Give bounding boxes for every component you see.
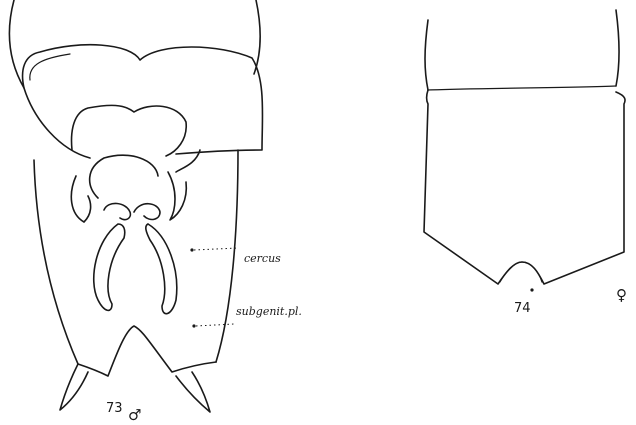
fig73-right-stylus [176,372,210,412]
female-symbol: ♀ [616,286,627,304]
fig73-right-wall [216,150,238,362]
subgenital-pointer-dot [192,324,195,327]
fig74-terminal-plate [424,90,625,284]
figure-73-male-abdomen-tip: cercus subgenit.pl. 73 ♂ [9,0,301,424]
fig73-upper-segment [9,0,260,88]
label-cercus: cercus [244,252,281,265]
figure-74-female-abdomen-tip: 74 ♀ [424,10,627,316]
fig73-subgenital-plate [78,326,216,376]
fig73-central-notch [104,203,160,219]
fig73-right-cercus [146,224,177,314]
fig74-upper-segment [425,10,619,90]
fig73-left-cercus [94,224,125,310]
fig74-notch-inner [500,262,542,282]
fig74-midpoint-dot [530,288,533,291]
label-subgenital-plate: subgenit.pl. [236,305,302,318]
fig73-left-hook [71,155,158,222]
fig73-right-hook [168,150,200,220]
fig74-segment-join [428,86,616,90]
cercus-leader-line [194,248,238,250]
figure-number-74: 74 [514,301,531,316]
cercus-pointer-dot [190,248,193,251]
fig73-inner-plate [72,105,187,156]
male-symbol: ♂ [128,406,141,424]
fig73-tergite-inner-edge [30,54,70,80]
fig73-tergite-band [23,45,263,158]
subgenital-leader-line [196,324,234,326]
fig73-left-stylus [60,364,88,410]
figure-number-73: 73 [106,401,123,416]
